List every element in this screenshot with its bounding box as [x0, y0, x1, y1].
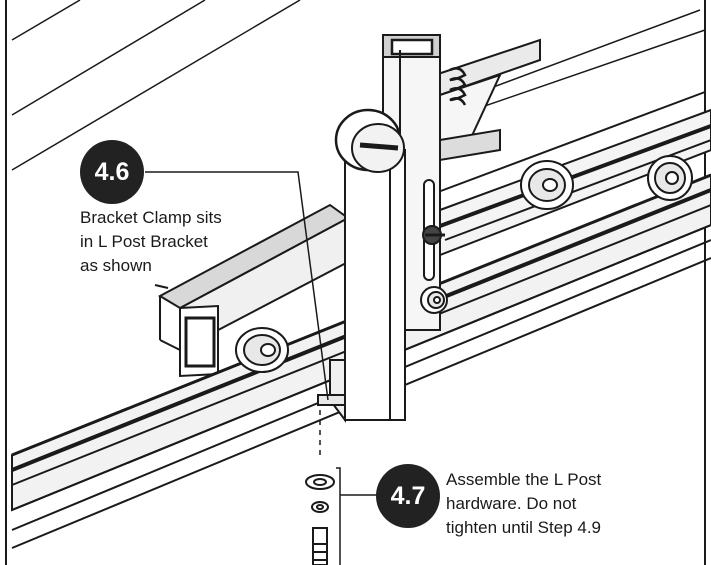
caption-line: Assemble the L Post [446, 470, 602, 489]
bolt [312, 527, 328, 565]
rail-bolt [235, 327, 289, 373]
step-number: 4.6 [94, 157, 130, 186]
caption-line: in L Post Bracket [80, 232, 208, 251]
caption-line: tighten until Step 4.9 [446, 518, 602, 537]
square-tube [154, 203, 350, 378]
hardware-stack [305, 474, 335, 565]
hardware-bracket-line [336, 467, 341, 565]
step-4-7-caption: Assemble the L Post hardware. Do not tig… [446, 468, 601, 540]
callout-leader-line [145, 171, 329, 401]
caption-line: as shown [80, 256, 152, 275]
front-post [317, 108, 406, 423]
rail-bolt [520, 160, 574, 210]
step-4-6-caption: Bracket Clamp sits in L Post Bracket as … [80, 206, 222, 278]
bracket-clamp [433, 38, 541, 162]
step-badge-4-6: 4.6 [80, 140, 144, 204]
caption-line: Bracket Clamp sits [80, 208, 222, 227]
caption-line: hardware. Do not [446, 494, 577, 513]
rail-bolt [647, 155, 693, 201]
step-badge-4-7: 4.7 [376, 464, 440, 528]
rail-bolts [235, 155, 693, 373]
step-number: 4.7 [390, 481, 426, 510]
